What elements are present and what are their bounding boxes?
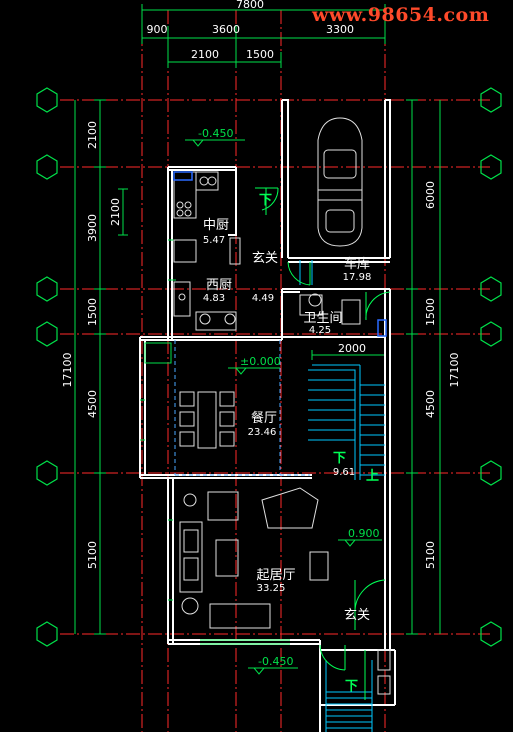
dim-top-3300: 3300 [326, 23, 354, 36]
walls [139, 99, 396, 732]
dimension-lines [74, 4, 441, 635]
dim-right-6000: 6000 [424, 181, 437, 209]
dim-stair-2000: 2000 [338, 342, 366, 355]
doors [255, 187, 391, 700]
stair-texts: 下 下 上 下 [259, 193, 379, 694]
bathroom-area: 4.25 [309, 325, 331, 336]
level-dining: ±0.000 [240, 355, 281, 368]
west-kitchen-name: 西厨 [206, 278, 232, 293]
car-symbol [317, 117, 363, 247]
level-texts: -0.450 ±0.000 0.900 -0.450 [198, 127, 380, 668]
level-living: 0.900 [348, 527, 380, 540]
windows [140, 239, 290, 645]
garage-name: 车库 [344, 256, 370, 272]
dim-top-total: 7800 [236, 0, 264, 11]
dim-right-4500: 4500 [424, 390, 437, 418]
watermark: www.98654.com [312, 4, 490, 26]
dim-top-3600: 3600 [212, 23, 240, 36]
stair-down-mid: 下 [333, 451, 346, 466]
middle-kitchen-name: 中厨 [203, 218, 229, 233]
dim-left-2100-b: 2100 [109, 198, 122, 226]
dim-right-5100: 5100 [424, 541, 437, 569]
dim-left-5100: 5100 [86, 541, 99, 569]
level-markers [185, 139, 382, 675]
kitchen-fixtures [173, 171, 387, 337]
dim-left-1500: 1500 [86, 298, 99, 326]
dim-left-4500: 4500 [86, 390, 99, 418]
west-kitchen-area2: 4.49 [252, 293, 274, 304]
dim-right-1500: 1500 [424, 298, 437, 326]
living-area: 33.25 [257, 583, 286, 594]
furniture [173, 117, 391, 695]
dashed-dividers [174, 340, 310, 476]
axis-grid [60, 10, 490, 732]
dim-right-total: 17100 [448, 353, 461, 388]
dining-area: 23.46 [248, 427, 277, 438]
dim-left-2100-a: 2100 [86, 121, 99, 149]
level-bottom: -0.450 [258, 655, 293, 668]
dim-left-total: 17100 [61, 353, 74, 388]
axis-bubbles [36, 87, 502, 647]
dim-top-2100: 2100 [191, 48, 219, 61]
stair-down-top: 下 [259, 193, 272, 208]
middle-kitchen-area: 5.47 [203, 235, 225, 246]
west-kitchen-area: 4.83 [203, 293, 225, 304]
dimension-texts: 7800 900 3600 3300 2100 1500 2100 2100 3… [61, 0, 461, 569]
foyer-bottom-name: 玄关 [344, 608, 370, 623]
bathroom-name: 卫生间 [303, 311, 342, 326]
stair-area: 9.61 [333, 467, 355, 478]
dim-top-900: 900 [147, 23, 168, 36]
dining-name: 餐厅 [251, 410, 277, 426]
dim-left-3900: 3900 [86, 214, 99, 242]
stair-up-mid: 上 [366, 469, 379, 484]
foyer-top-name: 玄关 [252, 251, 278, 266]
garage-area: 17.98 [343, 272, 372, 283]
room-labels: 车库 17.98 中厨 5.47 玄关 西厨 4.83 4.49 卫生间 4.2… [203, 218, 371, 623]
dim-top-1500: 1500 [246, 48, 274, 61]
living-name: 起居厅 [256, 568, 295, 583]
stair-down-bottom: 下 [345, 679, 358, 694]
level-top: -0.450 [198, 127, 233, 140]
stairs [299, 260, 385, 732]
